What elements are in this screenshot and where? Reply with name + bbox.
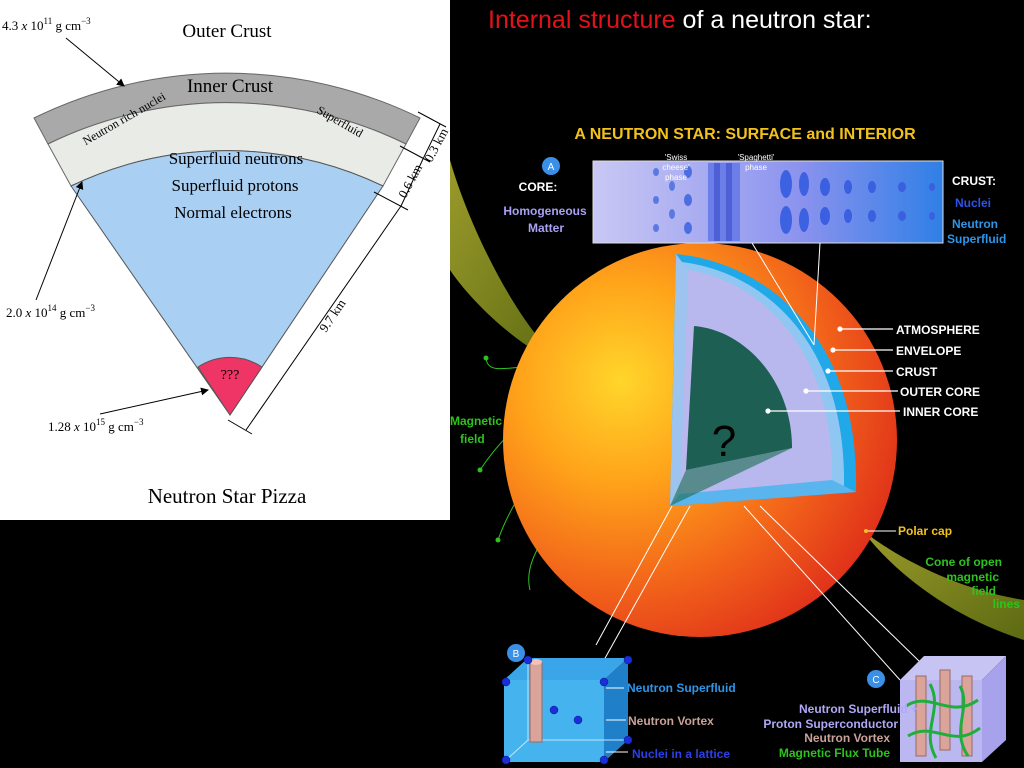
badge-a [542, 157, 560, 175]
magnetic-field-label-1: Magnetic [450, 414, 502, 428]
layer-label-crust: CRUST [896, 365, 938, 379]
cube-c-superconductor: Proton Superconductor [763, 717, 898, 731]
layer-label-envelope: ENVELOPE [896, 344, 961, 358]
badge-b [507, 644, 525, 662]
spaghetti-label-1: 'Spaghetti' [738, 153, 775, 162]
center-region [197, 356, 263, 416]
crust-phase-strip [592, 160, 944, 244]
density-label-center: 1.28 x 1015 g cm−3 [48, 417, 144, 434]
dimension-lines [227, 111, 447, 435]
cube-b-vortex: Neutron Vortex [628, 714, 714, 728]
cube-b-nuclei: Nuclei in a lattice [632, 747, 730, 761]
title-rest: of a neutron star: [675, 6, 872, 34]
homogeneous-label-1: Homogeneous [503, 204, 587, 218]
polar-cap-label: Polar cap [898, 524, 952, 538]
center-label: ??? [221, 368, 240, 383]
density-arrow-middle [35, 181, 84, 301]
star-cutaway: ? [670, 254, 857, 506]
cone-label-3: field [971, 584, 996, 598]
badge-b-label: B [513, 649, 520, 660]
density-arrow-outer [65, 37, 125, 87]
cube-connectors [595, 505, 921, 681]
layer-label-atmosphere: ATMOSPHERE [896, 323, 980, 337]
swiss-label-1: 'Swiss [665, 153, 687, 162]
strip-phases [653, 163, 935, 241]
cube-b-superfluid: Neutron Superfluid [627, 681, 736, 695]
cone-label-2: magnetic [946, 570, 999, 584]
badge-a-label: A [548, 162, 555, 173]
neutron-label-2: Superfluid [947, 232, 1006, 246]
layer-label-outer-core: OUTER CORE [900, 385, 980, 399]
cube-c-vortex: Neutron Vortex [804, 731, 890, 745]
title-highlight: Internal structure [488, 6, 676, 34]
cone-label-4: lines [993, 597, 1021, 611]
neutron-label-1: Neutron [952, 217, 998, 231]
pizza-diagram: Outer Crust Inner Crust Neutron rich nuc… [2, 16, 450, 508]
cube-c-superfluid: Neutron Superfluid + [799, 702, 918, 716]
layer-leaders [765, 326, 900, 414]
core-line-1: Superfluid neutrons [169, 149, 304, 168]
homogeneous-label-2: Matter [528, 221, 564, 235]
cube-c [900, 656, 1006, 762]
pizza-diagram-panel: Outer Crust Inner Crust Neutron rich nuc… [0, 0, 450, 520]
cube-b-leaders [606, 687, 628, 753]
strip-connectors [751, 242, 821, 346]
density-label-outer: 4.3 x 1011 g cm−3 [2, 16, 91, 33]
density-label-middle: 2.0 x 1014 g cm−3 [6, 303, 95, 320]
magnetic-field-label-2: field [460, 432, 485, 446]
magnetic-cone-left [450, 160, 566, 366]
density-arrow-center [99, 387, 209, 415]
badge-c [867, 670, 885, 688]
swiss-label-2: cheese' [662, 163, 690, 172]
swiss-label-3: phase [665, 173, 687, 182]
star-heading: A NEUTRON STAR: SURFACE and INTERIOR [574, 126, 916, 143]
outer-crust-label: Outer Crust [182, 21, 272, 42]
core-label: CORE: [519, 180, 558, 194]
core-line-2: Superfluid protons [171, 176, 298, 195]
inner-crust-label: Inner Crust [187, 76, 274, 97]
cube-b [501, 655, 633, 765]
badge-c-label: C [872, 675, 879, 686]
spaghetti-label-2: phase [745, 163, 767, 172]
inner-core-question: ? [712, 417, 736, 466]
core-region [70, 150, 384, 416]
nuclei-label: Nuclei [955, 196, 991, 210]
magnetic-cone-right [862, 530, 1024, 640]
slide-title: Internal structure of a neutron star: [488, 6, 872, 35]
core-line-3: Normal electrons [174, 203, 292, 222]
cube-c-flux: Magnetic Flux Tube [779, 746, 890, 760]
pizza-caption: Neutron Star Pizza [148, 484, 307, 508]
cone-label-1: Cone of open [925, 555, 1002, 569]
layer-label-inner-core: INNER CORE [903, 405, 978, 419]
crust-label: CRUST: [952, 174, 996, 188]
